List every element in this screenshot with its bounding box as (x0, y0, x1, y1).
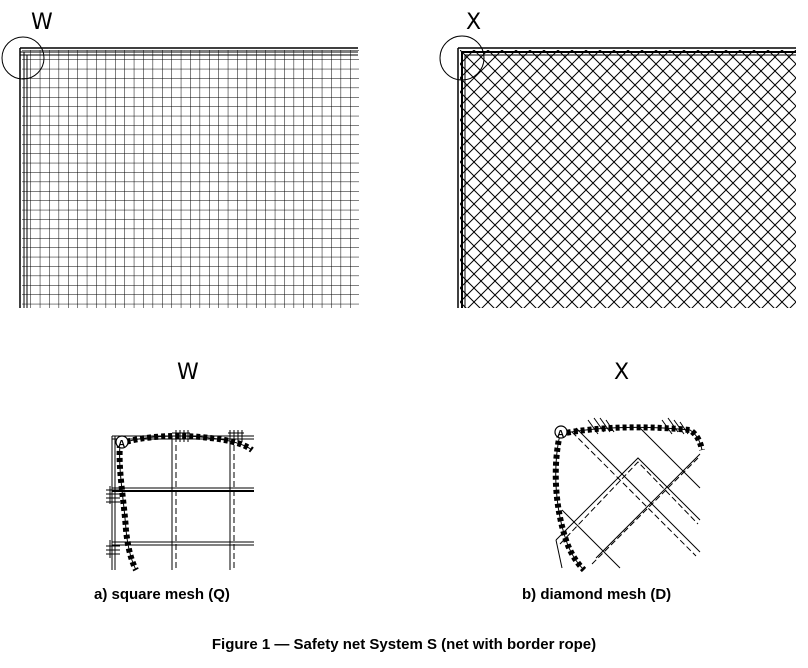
diamond-mesh-panel (439, 35, 796, 308)
label-w-detail: W (177, 360, 199, 385)
diamond-detail-rope (552, 424, 705, 573)
square-mesh-grid (22, 50, 359, 308)
detail-circle-w (1, 36, 45, 80)
label-x-top: X (466, 10, 482, 35)
square-detail-knot-label: A (118, 439, 125, 450)
diamond-mesh-grid (460, 50, 796, 308)
diamond-border-rope (457, 47, 796, 308)
diamond-detail-knot-label: A (557, 429, 564, 440)
label-x-detail: X (614, 360, 630, 385)
diamond-mesh-detail (552, 417, 705, 573)
square-mesh-panel (1, 36, 359, 308)
figure-caption: Figure 1 — Safety net System S (net with… (211, 636, 597, 653)
label-w-top: W (31, 10, 53, 35)
detail-circle-x (439, 35, 485, 81)
caption-square-mesh: a) square mesh (Q) (94, 586, 230, 603)
square-mesh-detail (106, 430, 254, 572)
square-detail-rope (116, 433, 254, 572)
square-border-rope (19, 47, 358, 308)
caption-diamond-mesh: b) diamond mesh (D) (522, 586, 672, 603)
